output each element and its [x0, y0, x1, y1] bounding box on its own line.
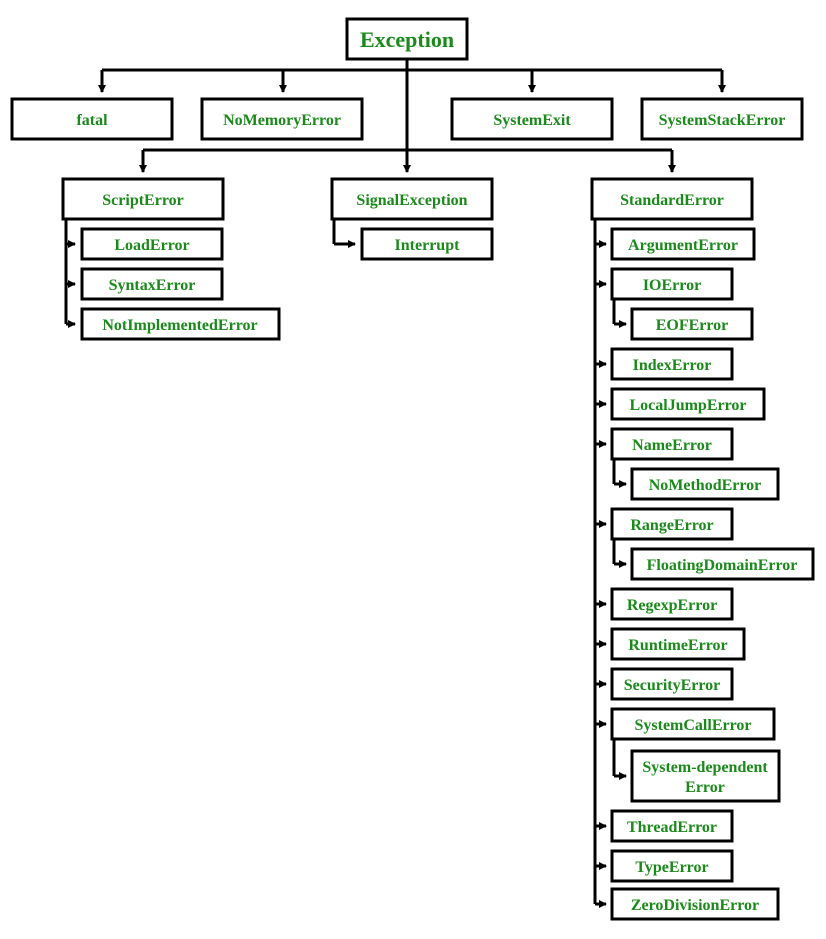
node-system-dependent-error-line: Error [685, 779, 725, 796]
node-systemcallerror: SystemCallError [610, 707, 776, 741]
node-indexerror-label: IndexError [633, 357, 712, 374]
node-systemcallerror-label: SystemCallError [634, 717, 751, 734]
node-notimplementederror: NotImplementedError [80, 307, 281, 341]
node-systemstackerror-label: SystemStackError [659, 112, 786, 129]
node-standarderror-label: StandardError [620, 192, 724, 209]
node-scripterror-label: ScriptError [102, 192, 183, 209]
node-system-dependent-error-line: System-dependent [642, 759, 768, 776]
node-securityerror: SecurityError [610, 667, 734, 701]
node-zerodivisionerror: ZeroDivisionError [610, 887, 780, 921]
node-fatal-label: fatal [76, 112, 108, 129]
node-runtimeerror: RuntimeError [610, 627, 746, 661]
node-syntaxerror: SyntaxError [80, 267, 224, 301]
node-signalexception: SignalException [330, 177, 494, 221]
node-ioerror: IOError [610, 267, 734, 301]
node-systemexit-label: SystemExit [493, 112, 571, 129]
node-notimplementederror-label: NotImplementedError [102, 317, 257, 334]
node-interrupt-label: Interrupt [395, 237, 461, 254]
node-runtimeerror-label: RuntimeError [628, 637, 727, 654]
node-eoferror-label: EOFError [656, 317, 729, 334]
node-zerodivisionerror-label: ZeroDivisionError [631, 897, 759, 914]
node-syntaxerror-label: SyntaxError [109, 277, 196, 294]
node-systemstackerror: SystemStackError [640, 97, 804, 141]
node-nameerror-label: NameError [632, 437, 712, 454]
node-threaderror-label: ThreadError [627, 819, 717, 836]
node-eoferror: EOFError [630, 307, 754, 341]
node-floatingdomainerror: FloatingDomainError [630, 547, 815, 581]
node-ioerror-label: IOError [643, 277, 701, 294]
node-threaderror: ThreadError [610, 809, 734, 843]
node-loaderror-label: LoadError [114, 237, 189, 254]
node-localjumperror-label: LocalJumpError [629, 397, 746, 414]
node-loaderror: LoadError [80, 227, 224, 261]
node-exception: Exception [345, 17, 469, 61]
node-rangeerror: RangeError [610, 507, 734, 541]
node-floatingdomainerror-label: FloatingDomainError [647, 557, 798, 574]
node-regexperror-label: RegexpError [627, 597, 717, 614]
node-systemexit: SystemExit [450, 97, 614, 141]
node-typeerror: TypeError [610, 849, 734, 883]
connector-lines [64, 60, 726, 908]
node-signalexception-label: SignalException [356, 192, 467, 209]
node-nameerror: NameError [610, 427, 734, 461]
node-argumenterror-label: ArgumentError [628, 237, 738, 254]
node-nomemoryerror-label: NoMemoryError [223, 112, 341, 129]
node-standarderror: StandardError [590, 177, 754, 221]
node-typeerror-label: TypeError [635, 859, 708, 876]
node-indexerror: IndexError [610, 347, 734, 381]
node-fatal: fatal [10, 97, 174, 141]
node-interrupt: Interrupt [360, 227, 494, 261]
node-regexperror: RegexpError [610, 587, 734, 621]
node-nomemoryerror: NoMemoryError [200, 97, 364, 141]
node-rangeerror-label: RangeError [630, 517, 713, 534]
node-nomethoderror: NoMethodError [630, 467, 780, 501]
node-securityerror-label: SecurityError [624, 677, 721, 694]
node-localjumperror: LocalJumpError [610, 387, 766, 421]
node-nomethoderror-label: NoMethodError [649, 477, 762, 494]
node-argumenterror: ArgumentError [610, 227, 756, 261]
node-scripterror: ScriptError [61, 177, 225, 221]
node-exception-label: Exception [360, 27, 454, 52]
